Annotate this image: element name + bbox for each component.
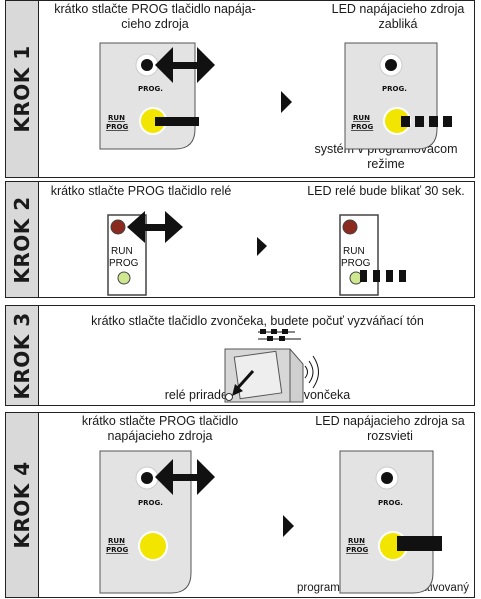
press-arrow-icon — [127, 211, 183, 243]
svg-text:PROG.: PROG. — [138, 499, 163, 507]
svg-text:RUN: RUN — [348, 537, 365, 545]
press-arrow-icon — [155, 47, 215, 83]
svg-text:RUN: RUN — [111, 246, 133, 257]
svg-text:PROG: PROG — [351, 123, 373, 131]
svg-text:PROG: PROG — [346, 546, 368, 554]
svg-text:PROG.: PROG. — [378, 499, 403, 507]
svg-text:PROG.: PROG. — [382, 85, 407, 93]
blink-dashes-icon — [401, 116, 452, 127]
step-1-panel: KROK 1 krátko stlačte PROG tlačidlo napá… — [5, 0, 475, 178]
doorbell-button — [233, 350, 283, 400]
step-2-panel: KROK 2 krátko stlačte PROG tlačidlo relé… — [5, 181, 475, 298]
next-step-arrow-icon — [283, 515, 294, 537]
run-label: RUN — [108, 114, 125, 122]
step-1-illustration: PROG. RUN PROG PROG. RUN PROG — [99, 42, 452, 150]
step-3-label: KROK 3 — [5, 306, 39, 405]
svg-text:PROG: PROG — [341, 258, 371, 269]
step-4-illustration: PROG. RUN PROG PROG. RUN PROG — [99, 450, 442, 594]
prog-button — [141, 472, 153, 484]
relay-led — [117, 271, 131, 285]
step-2-label: KROK 2 — [5, 182, 39, 297]
doorbell-device — [224, 348, 304, 403]
steady-light-bar — [397, 536, 442, 551]
svg-text:PROG: PROG — [109, 258, 139, 269]
next-step-arrow-icon — [257, 237, 267, 256]
step-2-instruction: krátko stlačte PROG tlačidlo relé — [50, 184, 232, 198]
step-4-label: KROK 4 — [5, 413, 39, 597]
press-arrow-icon — [232, 369, 255, 396]
svg-text:RUN: RUN — [108, 537, 125, 545]
svg-text:PROG: PROG — [106, 546, 128, 554]
prog-label: PROG. — [138, 85, 163, 93]
step-1-label: KROK 1 — [5, 1, 39, 177]
sound-waves-icon — [304, 355, 319, 389]
power-supply-device-result — [339, 450, 434, 594]
svg-text:RUN: RUN — [353, 114, 370, 122]
step-2-illustration: RUN PROG RUN PROG — [107, 211, 406, 296]
blink-dashes-icon — [360, 270, 406, 282]
power-supply-device-result — [344, 42, 438, 150]
next-step-arrow-icon — [281, 91, 292, 113]
svg-text:RUN: RUN — [343, 246, 365, 257]
step-3-instruction: krátko stlačte tlačidlo zvončeka, budete… — [91, 314, 424, 328]
relay-prog-button — [110, 219, 126, 235]
step-1-instruction: krátko stlačte PROG tlačidlo napája-cieh… — [54, 2, 256, 31]
tone-signal-icon — [258, 329, 301, 341]
status-led-yellow — [138, 531, 168, 561]
led-bar — [155, 117, 199, 126]
prog2-label: PROG — [106, 123, 128, 131]
step-3-panel: KROK 3 krátko stlačte tlačidlo zvončeka,… — [5, 305, 475, 406]
step-3-illustration — [224, 329, 319, 403]
prog-button — [141, 59, 153, 71]
step-2-result: LED relé bude blikať 30 sek. — [307, 184, 465, 198]
press-arrow-icon — [155, 459, 215, 495]
